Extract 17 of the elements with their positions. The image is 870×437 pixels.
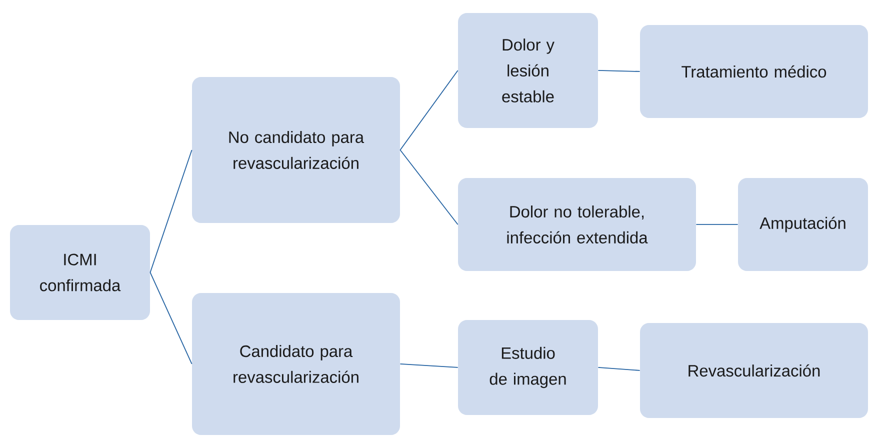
process-box: Dolor no tolerable, infección extendida (458, 178, 696, 271)
connector-line (598, 367, 640, 371)
connector-line (400, 70, 458, 150)
connector-line (696, 224, 738, 225)
process-box: Amputación (738, 178, 868, 271)
process-box: Tratamiento médico (640, 25, 868, 118)
process-box: No candidato para revascularización (192, 76, 400, 223)
process-box: ICMI confirmada (10, 224, 150, 320)
connector-line (400, 150, 458, 225)
connector-line (150, 150, 192, 273)
process-box: Estudio de imagen (458, 320, 598, 415)
process-box: Dolor y lesión estable (458, 13, 598, 128)
connector-line (150, 272, 192, 364)
process-box: Revascularización (640, 322, 868, 418)
connector-line (598, 70, 640, 72)
connector-line (400, 364, 458, 368)
process-box: Candidato para revascularización (192, 292, 400, 435)
